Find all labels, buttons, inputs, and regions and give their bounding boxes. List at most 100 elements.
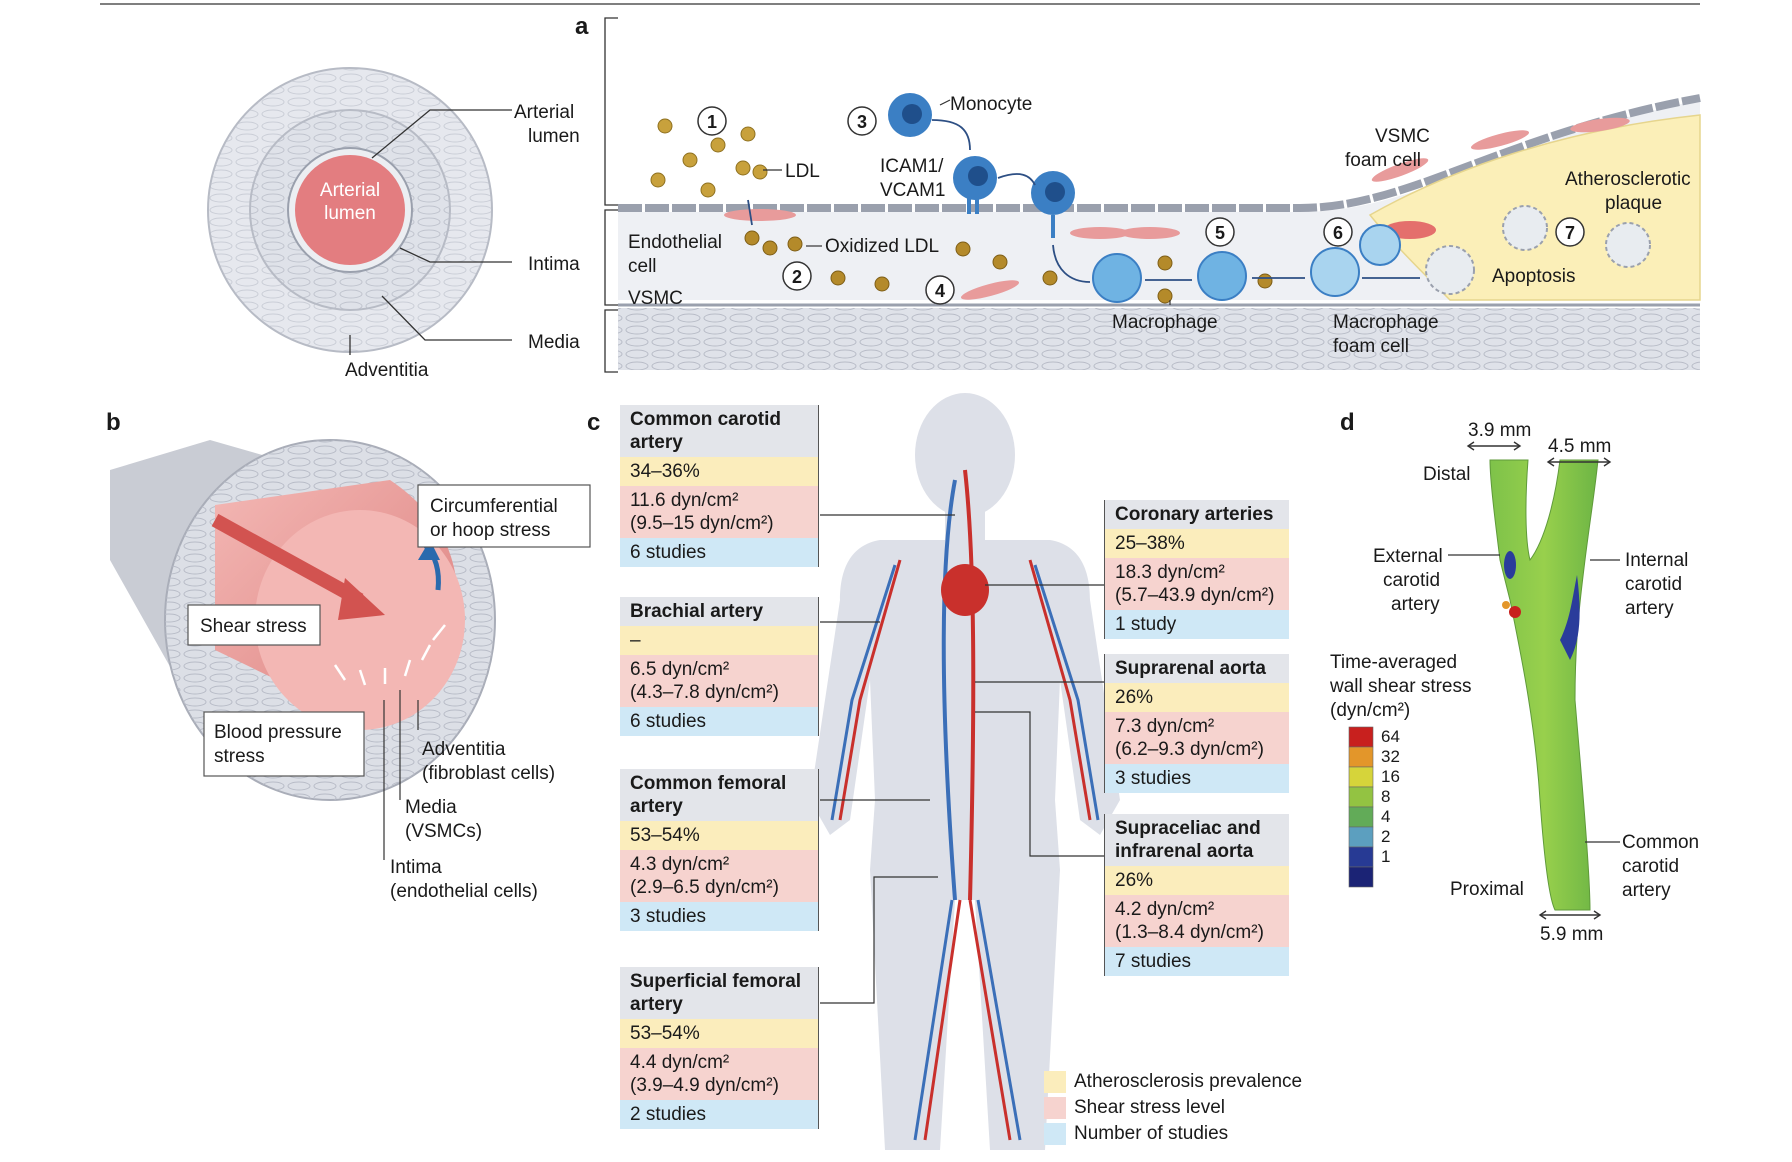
shear-stress-level: 4.3 dyn/cm²(2.9–6.5 dyn/cm²) [620,850,818,902]
ldl-label: LDL [785,161,820,182]
monocyte-cells [888,93,1075,238]
legend-swatch [1044,1071,1066,1093]
media-label: Media [528,332,580,353]
number-of-studies: 6 studies [620,707,818,736]
scale-swatch [1348,806,1374,828]
atherosclerosis-prevalence: 34–36% [620,457,818,486]
media-b-label-2: (VSMCs) [405,821,482,842]
step-1: 1 [707,112,717,132]
artery-card: Brachial artery–6.5 dyn/cm²(4.3–7.8 dyn/… [620,597,819,736]
shear-stress-label: Shear stress [200,616,307,637]
carotid-bifurcation-model [1489,459,1599,911]
panel-d-leaders [1448,554,1620,843]
dim-top-right: 4.5 mm [1548,436,1611,457]
vessel-tube-diagram [110,439,496,801]
atherosclerosis-prevalence: 53–54% [620,1019,818,1048]
panel-a-leaders [763,99,1171,305]
macrophage-label: Macrophage [1112,312,1218,333]
artery-name: Coronary arteries [1105,500,1289,529]
dimension-arrows [1466,441,1612,920]
vcam1-label: VCAM1 [880,180,945,201]
endothelial-label-2: cell [628,256,657,277]
number-of-studies: 2 studies [620,1100,818,1129]
arterial-lumen-label: Arterial [514,102,574,123]
circumferential-label-2: or hoop stress [430,520,550,541]
external-carotid-label-3: artery [1391,594,1440,615]
vsmc-label: VSMC [628,288,683,309]
dim-bottom: 5.9 mm [1540,924,1603,945]
macrophage-foam-label: Macrophage [1333,312,1439,333]
intima-b-label-2: (endothelial cells) [390,881,538,902]
cross-section-leaders [349,109,512,355]
step-7: 7 [1565,223,1575,243]
legend-item: Number of studies [1044,1123,1228,1145]
scale-swatch [1348,866,1374,888]
atherosclerosis-prevalence: 53–54% [620,821,818,850]
legend-swatch [1044,1097,1066,1119]
scale-title: Time-averaged [1330,652,1457,673]
blood-pressure-label-2: stress [214,746,265,767]
circumferential-label: Circumferential [430,496,558,517]
number-of-studies: 3 studies [1105,764,1289,793]
number-of-studies: 6 studies [620,538,818,567]
panel-b-leaders [383,690,419,860]
legend-item: Shear stress level [1044,1097,1225,1119]
plaque-label-2: plaque [1605,193,1662,214]
number-of-studies: 1 study [1105,610,1289,639]
lumen-inner-label: Arterial [320,180,380,201]
shear-stress-level: 6.5 dyn/cm²(4.3–7.8 dyn/cm²) [620,655,818,707]
panel-b-label: b [106,409,121,436]
layer-brackets [604,17,618,373]
number-of-studies: 7 studies [1105,947,1289,976]
legend-label: Number of studies [1074,1123,1229,1144]
step-6: 6 [1333,223,1343,243]
step-2: 2 [792,267,802,287]
internal-carotid-label-3: artery [1625,598,1674,619]
media-b-label: Media [405,797,457,818]
endothelial-label: Endothelial [628,232,722,253]
shear-stress-level: 7.3 dyn/cm²(6.2–9.3 dyn/cm²) [1105,712,1289,764]
process-arrows [747,119,1420,283]
artery-name: Brachial artery [620,597,818,626]
ldl-particles [650,118,768,198]
atherosclerosis-prevalence: – [620,626,818,655]
step-markers: 1 2 3 4 5 6 7 [697,106,1585,305]
macrophage-cells [1092,205,1651,303]
adventitia-b-label-2: (fibroblast cells) [422,763,555,784]
adventitia-b-label: Adventitia [422,739,506,760]
shear-stress-level: 18.3 dyn/cm²(5.7–43.9 dyn/cm²) [1105,558,1289,610]
scale-tick-label: 64 [1381,727,1400,746]
proximal-label: Proximal [1450,879,1524,900]
panel-b-callouts [187,484,591,777]
number-of-studies: 3 studies [620,902,818,931]
lumen-inner-label-2: lumen [324,203,376,224]
atherosclerosis-prevalence: 26% [1105,683,1289,712]
icam1-label: ICAM1/ [880,156,944,177]
common-carotid-label-3: artery [1622,880,1671,901]
internal-carotid-label: Internal [1625,550,1688,571]
atherosclerosis-prevalence: 26% [1105,866,1289,895]
scale-tick-label: 32 [1381,747,1400,766]
shear-stress-level: 4.2 dyn/cm²(1.3–8.4 dyn/cm²) [1105,895,1289,947]
panel-c-leaders [820,514,1104,1004]
blood-pressure-label: Blood pressure [214,722,342,743]
intima-label: Intima [528,254,580,275]
step-4: 4 [935,281,945,301]
scale-swatch [1348,746,1374,768]
dim-top-left: 3.9 mm [1468,420,1531,441]
vsmc-foam-label: VSMC [1375,126,1430,147]
scale-swatch [1348,766,1374,788]
scale-swatch [1348,726,1374,748]
external-carotid-label-2: carotid [1383,570,1440,591]
legend-item: Atherosclerosis prevalence [1044,1071,1302,1093]
external-carotid-label: External [1373,546,1443,567]
shear-stress-level: 11.6 dyn/cm²(9.5–15 dyn/cm²) [620,486,818,538]
